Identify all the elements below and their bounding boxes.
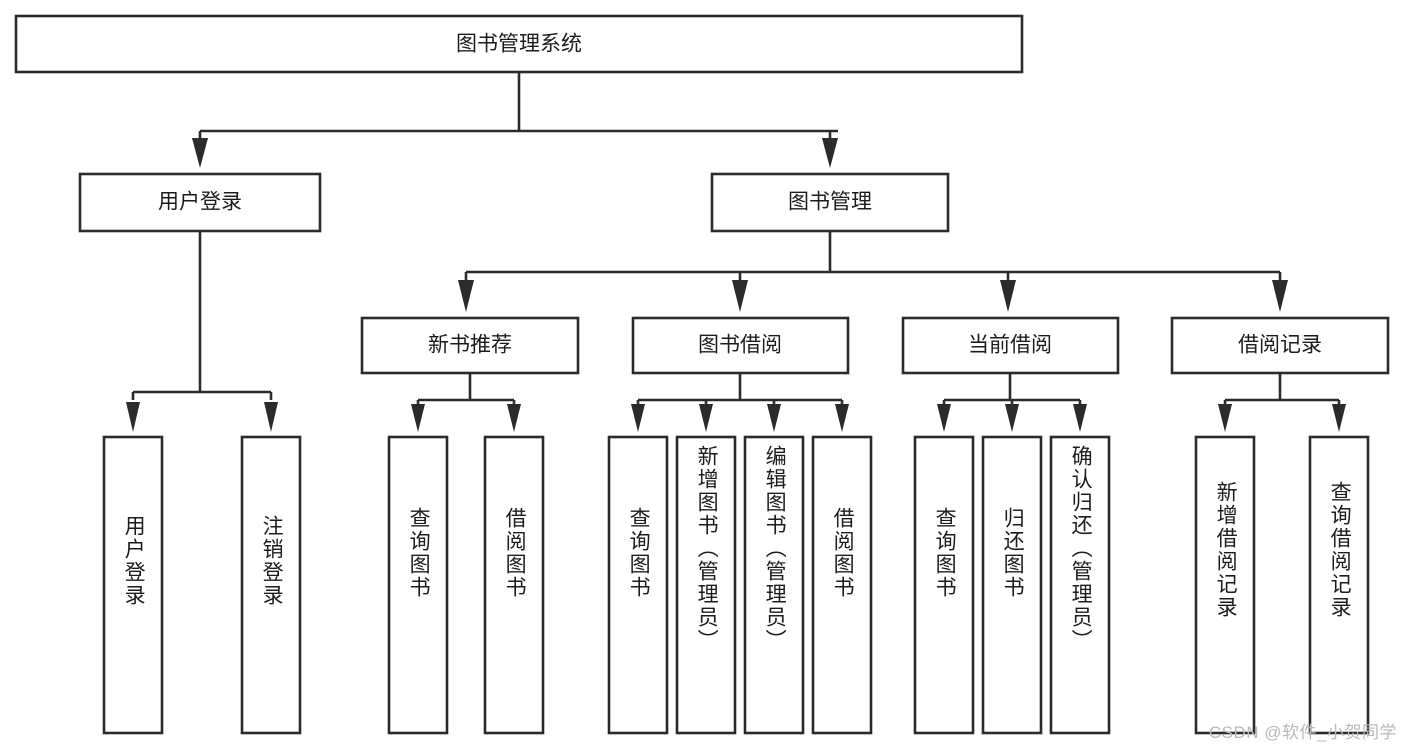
connector-bookborrow-to-leaves <box>631 373 849 432</box>
arrow-head-leaf-query-book-c <box>937 404 951 432</box>
leaf-box-borrow-book-b[interactable] <box>811 435 873 735</box>
node-new-book-recommend-box[interactable] <box>360 316 580 375</box>
leaf-box-borrow-book-a[interactable] <box>483 435 545 735</box>
node-book-borrow-label: 图书借阅 <box>698 334 782 357</box>
node-current-borrow[interactable]: 当前借阅 <box>901 316 1120 375</box>
arrow-head-book-borrow <box>732 280 748 312</box>
node-user-login-label: 用户登录 <box>158 191 242 214</box>
arrow-head-leaf-borrow-book-a <box>507 404 521 432</box>
node-root-box[interactable] <box>14 14 1024 74</box>
leaf-box-logout-login[interactable] <box>240 435 302 735</box>
connector-newbook-to-leaves <box>411 373 521 432</box>
arrow-head-leaf-query-borrow-record <box>1332 404 1346 432</box>
arrow-head-leaf-confirm-return <box>1073 404 1087 432</box>
arrow-head-leaf-add-borrow-record <box>1218 404 1232 432</box>
arrow-head-current-borrow <box>1000 280 1016 312</box>
connector-currentborrow-to-leaves <box>937 373 1087 432</box>
node-book-manage[interactable]: 图书管理 <box>710 172 950 233</box>
leaf-box-user-login[interactable] <box>102 435 164 735</box>
node-borrow-record[interactable]: 借阅记录 <box>1170 316 1390 375</box>
node-borrow-record-box[interactable] <box>1170 316 1390 375</box>
leaf-box-query-book-b[interactable] <box>607 435 669 735</box>
node-new-book-recommend[interactable]: 新书推荐 <box>360 316 580 375</box>
node-user-login[interactable]: 用户登录 <box>78 172 322 233</box>
node-book-manage-label: 图书管理 <box>788 191 872 214</box>
leaf-box-query-book-c[interactable] <box>913 435 975 735</box>
arrow-head-leaf-edit-book <box>767 404 781 432</box>
arrow-head-leaf-borrow-book-b <box>835 404 849 432</box>
leaf-boxes <box>102 435 1370 735</box>
node-root-label: 图书管理系统 <box>456 33 582 56</box>
arrow-head-leaf-query-book-b <box>631 404 645 432</box>
node-borrow-record-label: 借阅记录 <box>1238 334 1322 357</box>
leaf-box-return-book[interactable] <box>981 435 1043 735</box>
node-new-book-recommend-label: 新书推荐 <box>428 334 512 357</box>
node-book-manage-box[interactable] <box>710 172 950 233</box>
arrow-head-leaf-user-login <box>126 402 140 432</box>
node-user-login-box[interactable] <box>78 172 322 233</box>
connector-root-to-level2 <box>192 72 838 168</box>
connector-userlogin-to-leaves <box>126 231 278 432</box>
arrow-head-borrow-record <box>1272 280 1288 312</box>
leaf-box-confirm-return[interactable] <box>1049 435 1111 735</box>
arrow-head-leaf-add-book <box>699 404 713 432</box>
leaf-box-add-book[interactable] <box>675 435 737 735</box>
leaf-box-add-borrow-record[interactable] <box>1194 435 1256 735</box>
node-current-borrow-box[interactable] <box>901 316 1120 375</box>
arrow-head-leaf-return-book <box>1005 404 1019 432</box>
leaf-box-query-book-a[interactable] <box>387 435 449 735</box>
node-root[interactable]: 图书管理系统 <box>14 14 1024 74</box>
leaf-box-query-borrow-record[interactable] <box>1308 435 1370 735</box>
arrow-head-book-manage <box>822 138 838 168</box>
connector-bookmanage-to-level3 <box>458 231 1288 312</box>
arrow-head-leaf-logout-login <box>264 402 278 432</box>
arrow-head-new-book-recommend <box>458 280 474 312</box>
leaf-box-edit-book[interactable] <box>743 435 805 735</box>
connector-borrowrecord-to-leaves <box>1218 373 1346 432</box>
csdn-watermark: CSDN @软件_小贺同学 <box>1208 723 1397 742</box>
arrow-head-leaf-query-book-a <box>411 404 425 432</box>
node-current-borrow-label: 当前借阅 <box>968 334 1052 357</box>
node-book-borrow-box[interactable] <box>631 316 850 375</box>
node-book-borrow[interactable]: 图书借阅 <box>631 316 850 375</box>
arrow-head-user-login <box>192 138 208 168</box>
